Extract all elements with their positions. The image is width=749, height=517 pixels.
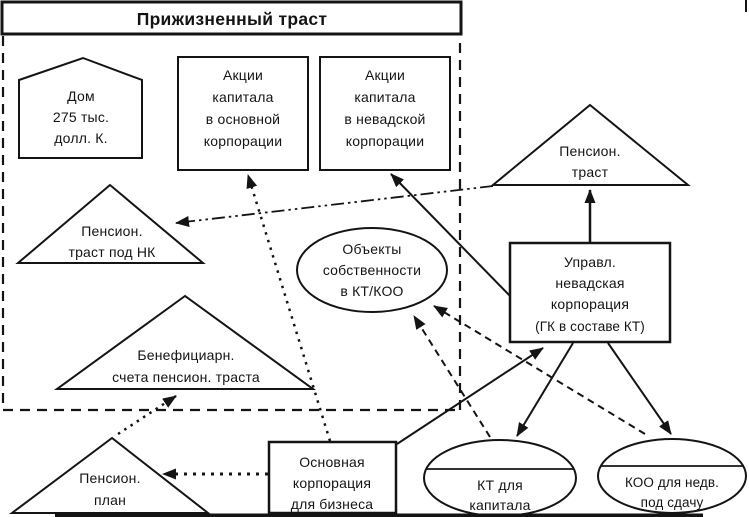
nevada-mgmt-corp-line3: корпорация xyxy=(551,296,629,312)
koo-realty-line1: КОО для недв. xyxy=(625,475,719,490)
main-corp-line3: для бизнеса xyxy=(291,496,374,512)
house-shape xyxy=(18,56,143,159)
arrow-pension-plan-to-beneficiary xyxy=(117,394,177,436)
property-objects-line1: Объекты xyxy=(342,241,401,257)
property-objects-line2: собственности xyxy=(323,262,421,278)
pension-trust-triangle xyxy=(490,103,691,186)
bottom-edge-artifact xyxy=(55,513,703,517)
kt-capital-line1: КТ для xyxy=(477,477,523,493)
house-label-line2: 275 тыс. xyxy=(53,109,109,125)
living-trust-title: Прижизненный траст xyxy=(137,9,328,29)
house-label-line1: Дом xyxy=(67,88,95,104)
main-corp-shares-box xyxy=(177,56,309,171)
nevada-mgmt-corp-box xyxy=(508,241,672,344)
arrow-koo-to-property-objects xyxy=(433,305,646,435)
main-corp-box xyxy=(267,440,398,515)
arrow-nevada-mgmt-to-kt xyxy=(516,342,574,437)
living-trust-dashed-container xyxy=(1,36,462,412)
nevada-corp-shares-box xyxy=(319,56,451,171)
property-objects-line3: в КТ/КОО xyxy=(340,283,403,299)
main-corp-shares-line2: капитала xyxy=(212,89,273,105)
arrow-nevada-mgmt-to-koo xyxy=(607,342,672,435)
arrow-main-corp-to-main-shares xyxy=(246,174,332,442)
pension-trust-nk-triangle xyxy=(15,183,206,264)
koo-realty-ellipse xyxy=(597,438,747,514)
pension-trust-line2: траст xyxy=(572,164,609,180)
nevada-mgmt-corp-line1: Управл. xyxy=(564,254,616,270)
main-corp-shares-line1: Акции xyxy=(223,67,263,83)
koo-realty-line2: под сдачу xyxy=(641,495,704,510)
living-trust-title-box xyxy=(0,0,463,36)
main-corp-line2: корпорация xyxy=(293,475,371,491)
arrow-main-corp-to-nevada-mgmt xyxy=(396,347,544,445)
nevada-mgmt-corp-line2: невадская xyxy=(555,275,624,291)
arrow-nevada-mgmt-to-nevada-shares xyxy=(390,173,511,297)
pension-plan-line1: Пенсион. xyxy=(79,470,140,486)
property-objects-ellipse xyxy=(296,227,448,313)
pension-trust-nk-line1: Пенсион. xyxy=(81,223,142,239)
main-corp-shares-line4: корпорации xyxy=(204,133,282,149)
pension-plan-line2: план xyxy=(94,492,126,508)
kt-capital-line2: капитала xyxy=(469,497,530,513)
beneficiary-accounts-line1: Бенефициарн. xyxy=(137,347,234,363)
house-label-line3: долл. К. xyxy=(54,130,107,146)
pension-plan-triangle xyxy=(9,436,211,514)
nevada-corp-shares-line3: в невадской xyxy=(344,111,425,127)
nevada-corp-shares-line2: капитала xyxy=(354,89,415,105)
beneficiary-accounts-triangle xyxy=(53,294,317,390)
nevada-corp-shares-line4: корпорации xyxy=(346,133,424,149)
main-corp-line1: Основная xyxy=(299,454,365,470)
arrow-pension-trust-to-nk-trust xyxy=(175,185,494,227)
pension-trust-line1: Пенсион. xyxy=(559,143,620,159)
beneficiary-accounts-line2: счета пенсион. траста xyxy=(112,369,260,385)
pension-trust-nk-line2: траст под НК xyxy=(68,244,156,260)
nevada-mgmt-corp-line4: (ГК в составе КТ) xyxy=(535,319,645,334)
nevada-corp-shares-line1: Акции xyxy=(365,67,405,83)
main-corp-shares-line3: в основной xyxy=(206,111,280,127)
